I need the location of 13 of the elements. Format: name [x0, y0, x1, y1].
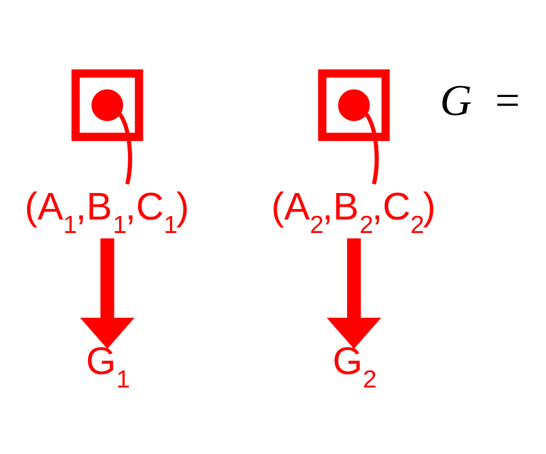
- arrow: [326, 238, 382, 348]
- node-circle: [91, 88, 124, 121]
- label: G =: [440, 76, 520, 125]
- arrow: [80, 238, 135, 348]
- cluster: [318, 68, 390, 141]
- node-text: (A$_{1}$,B$_{1}$,C$_{1}$): [24, 184, 190, 238]
- cluster: [72, 68, 144, 141]
- node-circle: [338, 88, 370, 121]
- connector: [118, 112, 132, 184]
- node-text: G$_{1}$: [86, 339, 130, 393]
- connector: [364, 112, 379, 184]
- node-text: G$_{2}$: [332, 339, 377, 393]
- node-text: (A$_{2}$,B$_{2}$,C$_{2}$): [271, 184, 436, 238]
